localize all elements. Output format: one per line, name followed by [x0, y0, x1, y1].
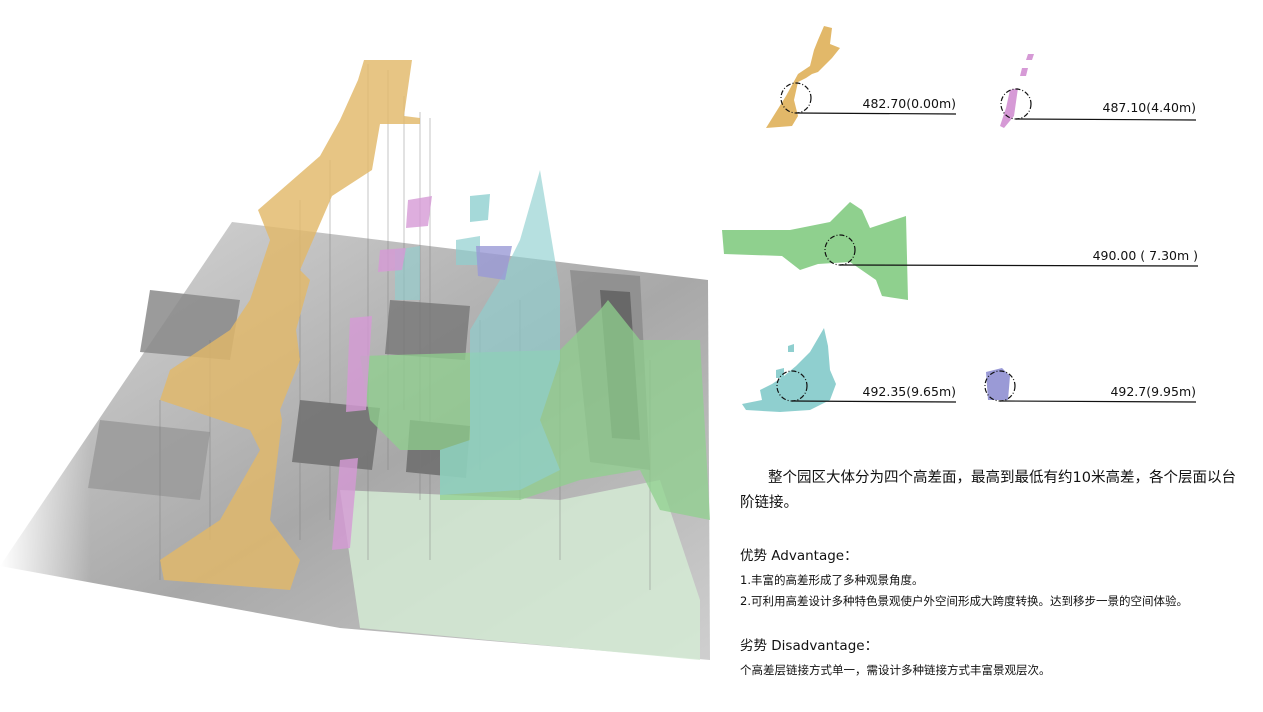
advantage-item: 2.可利用高差设计多种特色景观使户外空间形成大跨度转换。达到移步一景的空间体验。	[740, 594, 1188, 608]
teal-level-plane	[440, 170, 560, 495]
level-490-00-label: 490.00 ( 7.30m )	[1092, 248, 1198, 263]
level-492-35-label: 492.35(9.65m)	[862, 384, 957, 399]
disadvantage-item: 个高差层链接方式单一，需设计多种链接方式丰富景观层次。	[740, 663, 1051, 677]
level-492-35-shape	[742, 328, 957, 412]
level-487-10-shape	[1000, 54, 1197, 128]
level-legend-487-10: 487.10(4.40m)	[996, 52, 1198, 132]
level-492-70-shape	[984, 368, 1197, 403]
purple-level-plane	[476, 246, 512, 280]
axonometric-site-diagram	[0, 60, 710, 712]
level-482-70-label: 482.70(0.00m)	[862, 96, 957, 111]
parking-area	[340, 480, 700, 660]
yellow-level-plane	[160, 60, 420, 590]
level-482-70-shape	[766, 26, 957, 128]
advantage-item: 1.丰富的高差形成了多种观景角度。	[740, 573, 924, 587]
level-legend-482-70: 482.70(0.00m)	[758, 24, 958, 134]
level-legend-492-70: 492.7(9.95m)	[980, 360, 1200, 420]
description-block: 整个园区大体分为四个高差面，最高到最低有约10米高差，各个层面以台阶链接。 优势…	[740, 466, 1250, 681]
pink-level-plane	[332, 196, 432, 550]
summary-paragraph: 整个园区大体分为四个高差面，最高到最低有约10米高差，各个层面以台阶链接。	[740, 470, 1236, 511]
level-487-10-label: 487.10(4.40m)	[1102, 100, 1197, 115]
level-492-70-label: 492.7(9.95m)	[1110, 384, 1196, 399]
disadvantage-heading: 劣势 Disadvantage：	[740, 638, 879, 654]
level-legend-490-00: 490.00 ( 7.30m )	[720, 200, 1200, 304]
level-490-00-shape	[722, 202, 1199, 300]
level-legend-492-35: 492.35(9.65m)	[740, 326, 958, 418]
advantage-heading: 优势 Advantage：	[740, 548, 858, 564]
